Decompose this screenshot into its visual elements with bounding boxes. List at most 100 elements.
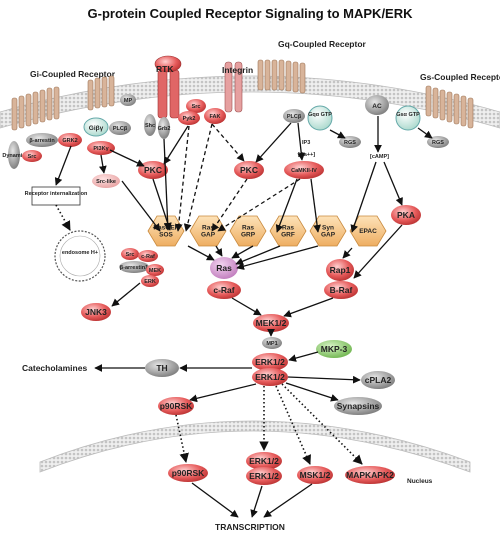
camkii-node: CaMKII-IV [284,161,324,179]
gs-receptor-helices [425,85,474,129]
svg-text:PKC: PKC [144,165,162,175]
svg-text:PLCβ: PLCβ [287,114,302,120]
svg-text:p90RSK: p90RSK [172,468,205,478]
svg-text:Grb2: Grb2 [158,126,171,132]
hexagon-label: GAP [201,232,216,239]
hexagon-label: GRF [281,232,295,239]
grk2-node: GRK2 [58,133,82,147]
svg-text:PKA: PKA [397,210,415,220]
svg-text:Src: Src [192,104,201,110]
rgs-node-2: RGS [427,136,449,148]
svg-text:MAPKAPK2: MAPKAPK2 [346,470,394,480]
svg-text:ERK1/2: ERK1/2 [255,357,285,367]
svg-text:PLCβ: PLCβ [113,126,128,132]
svg-text:Src: Src [126,252,135,258]
ca-label: [Ca++] [298,152,315,158]
endosome-label: endosome H+ [62,250,98,256]
nuclear-erk12-node-1: ERK1/2 [246,452,282,470]
svg-text:Gsα GTP: Gsα GTP [396,112,420,118]
svg-text:MP1: MP1 [266,341,277,347]
fak-node: FAK [204,108,226,124]
src-node-1: Src [22,150,42,162]
transcription-label: TRANSCRIPTION [215,522,285,532]
src-node-2: Src [186,99,206,113]
hexagon-label: EPAC [359,228,377,235]
mapkapk2-node: MAPKAPK2 [345,466,395,484]
edges [54,116,433,518]
gs-receptor-label: Gs-Coupled Receptor [420,72,500,82]
svg-text:JNK3: JNK3 [85,307,107,317]
hexagon-label: Ras [242,225,254,232]
hexagon-label: Syn [322,225,334,232]
catecholamines-label: Catecholamines [22,363,87,373]
svg-text:Ras: Ras [216,263,232,273]
svg-text:B-Raf: B-Raf [330,285,353,295]
svg-text:AC: AC [372,103,382,110]
endosome-src-node: Src [121,248,139,260]
nuclear-p90rsk-node: p90RSK [168,464,208,482]
svg-text:cPLA2: cPLA2 [365,375,392,385]
pkc-node-2: PKC [234,161,264,179]
gi-receptor-2-helices [87,75,115,111]
svg-text:Shc: Shc [145,123,155,129]
svg-text:Rap1: Rap1 [330,265,351,275]
svg-text:Receptor internalization: Receptor internalization [25,191,88,197]
svg-text:ERK1/2: ERK1/2 [249,471,279,481]
rap1-node: Rap1 [326,259,354,281]
synapsins-node: Synapsins [334,397,382,415]
plasma-membrane [0,75,500,129]
nuclear-erk12-node-2: ERK1/2 [246,467,282,485]
rgs-node-1: RGS [339,136,361,148]
hexagon-label: GRP [241,232,256,239]
mkp3-node: MKP-3 [316,340,352,358]
svg-text:Pyk2: Pyk2 [183,116,196,122]
camp-label: [cAMP] [370,154,389,160]
rtk-label: RTK [156,64,174,74]
hexagon-label: Ras [282,225,294,232]
ip3-label: IP3 [302,140,310,146]
svg-text:TH: TH [156,363,167,373]
svg-text:Giβγ: Giβγ [89,125,104,132]
nucleus-label: Nucleus [407,478,433,485]
endosome-mek-node: MEK [146,264,164,276]
nuclear-membrane [39,420,471,473]
svg-text:MP: MP [124,98,133,104]
svg-text:PKC: PKC [240,165,258,175]
integrin-label: Integrin [222,65,253,75]
hexagon-label: GAP [321,232,336,239]
endosome: endosome H+ [54,230,106,282]
braf-node: B-Raf [324,281,358,299]
endosome-erk-node: ERK [141,275,159,287]
ac-node: AC [365,95,389,115]
svg-text:RGS: RGS [344,140,356,146]
barrestin-node: β-arrestin [26,133,58,147]
gq-receptor-helices [257,59,306,94]
svg-text:Gqα GTP: Gqα GTP [308,112,332,118]
svg-text:Src-like: Src-like [96,179,116,185]
pyk2-node: Pyk2 [178,111,200,125]
craf-node: c-Raf [207,281,241,299]
plcb-node-1: PLCβ [109,121,131,135]
src-like-node: Src-like [92,174,120,188]
svg-text:ERK1/2: ERK1/2 [249,456,279,466]
diagram-title: G-protein Coupled Receptor Signaling to … [88,6,414,21]
svg-text:MKP-3: MKP-3 [321,344,348,354]
svg-text:MSK1/2: MSK1/2 [300,470,331,480]
svg-text:p90RSK: p90RSK [160,401,193,411]
mp1-node: MP1 [262,337,282,349]
gibg-node: Giβγ [83,117,109,137]
hexagon-label: Ras [202,225,214,232]
receptor-internalization-box: Receptor internalization [25,186,88,206]
svg-text:ERK1/2: ERK1/2 [255,372,285,382]
svg-text:c-Raf: c-Raf [141,254,155,260]
pka-node: PKA [391,205,421,225]
svg-text:MEK: MEK [149,268,161,274]
erk12-node-1: ERK1/2 [252,353,288,371]
plcb-node-2: PLCβ [283,109,305,123]
mek12-node: MEK1/2 [253,314,289,332]
svg-text:ERK: ERK [144,279,156,285]
